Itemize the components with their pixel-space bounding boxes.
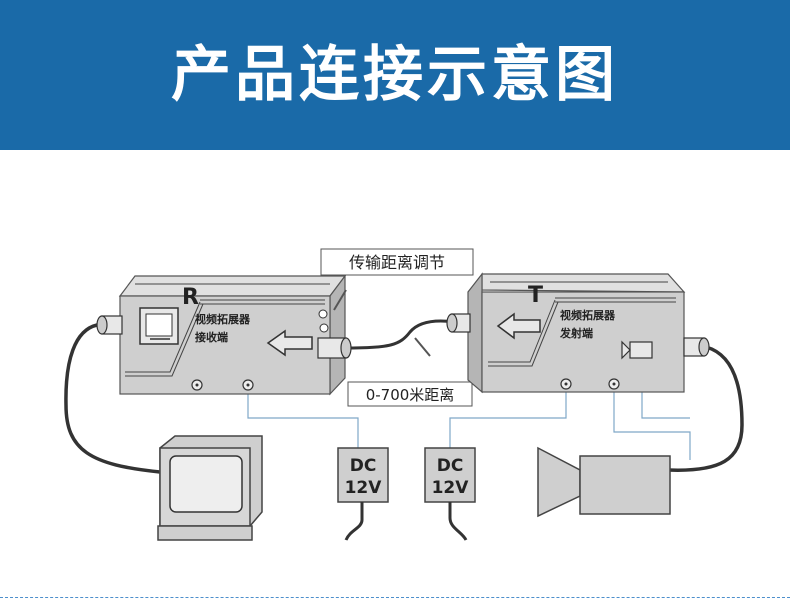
receiver-letter: R [182, 285, 199, 310]
receiver-name: 视频拓展器 [195, 312, 251, 326]
pointer-icon [414, 337, 431, 357]
camera-cable [667, 345, 744, 472]
distance-range-box [347, 381, 473, 407]
receiver-side-connector [317, 337, 352, 359]
receiver-role: 接收端 [195, 330, 228, 344]
camera-device [537, 446, 671, 518]
power-right-line2: 12V [432, 478, 470, 498]
monitor-cable [64, 323, 161, 474]
transmitter-right-connector [683, 337, 710, 357]
power-adapter-right: DC 12V [424, 447, 476, 541]
monitor-icon [139, 307, 179, 345]
receiver-unit: R 视频拓展器 接收端 [96, 274, 352, 396]
transmitter-left-connector [446, 313, 471, 333]
power-right-line1: DC [437, 456, 464, 476]
bottom-divider [0, 597, 790, 598]
left-arrow-icon [266, 329, 313, 357]
title-banner: 产品连接示意图 [0, 0, 790, 150]
power-left-line1: DC [350, 456, 377, 476]
left-arrow-icon [496, 312, 541, 340]
distance-adjust-box [320, 248, 474, 276]
transmitter-unit: T 视频拓展器 发射端 [446, 272, 710, 394]
page-title: 产品连接示意图 [171, 40, 619, 110]
distance-knob [318, 309, 328, 319]
power-left-line2: 12V [345, 478, 383, 498]
transmission-cable [347, 319, 456, 350]
transmitter-name: 视频拓展器 [560, 308, 616, 322]
transmitter-letter: T [528, 283, 543, 308]
power-wires [247, 392, 691, 460]
screwdriver-icon [333, 289, 347, 311]
camera-icon [621, 340, 653, 360]
monitor-device [157, 435, 263, 541]
transmitter-role: 发射端 [559, 326, 593, 340]
receiver-front-connector [96, 315, 123, 335]
distance-adjust-label: 传输距离调节 [349, 253, 445, 272]
power-adapter-left: DC 12V [337, 447, 389, 541]
distance-range-label: 0-700米距离 [366, 386, 455, 404]
